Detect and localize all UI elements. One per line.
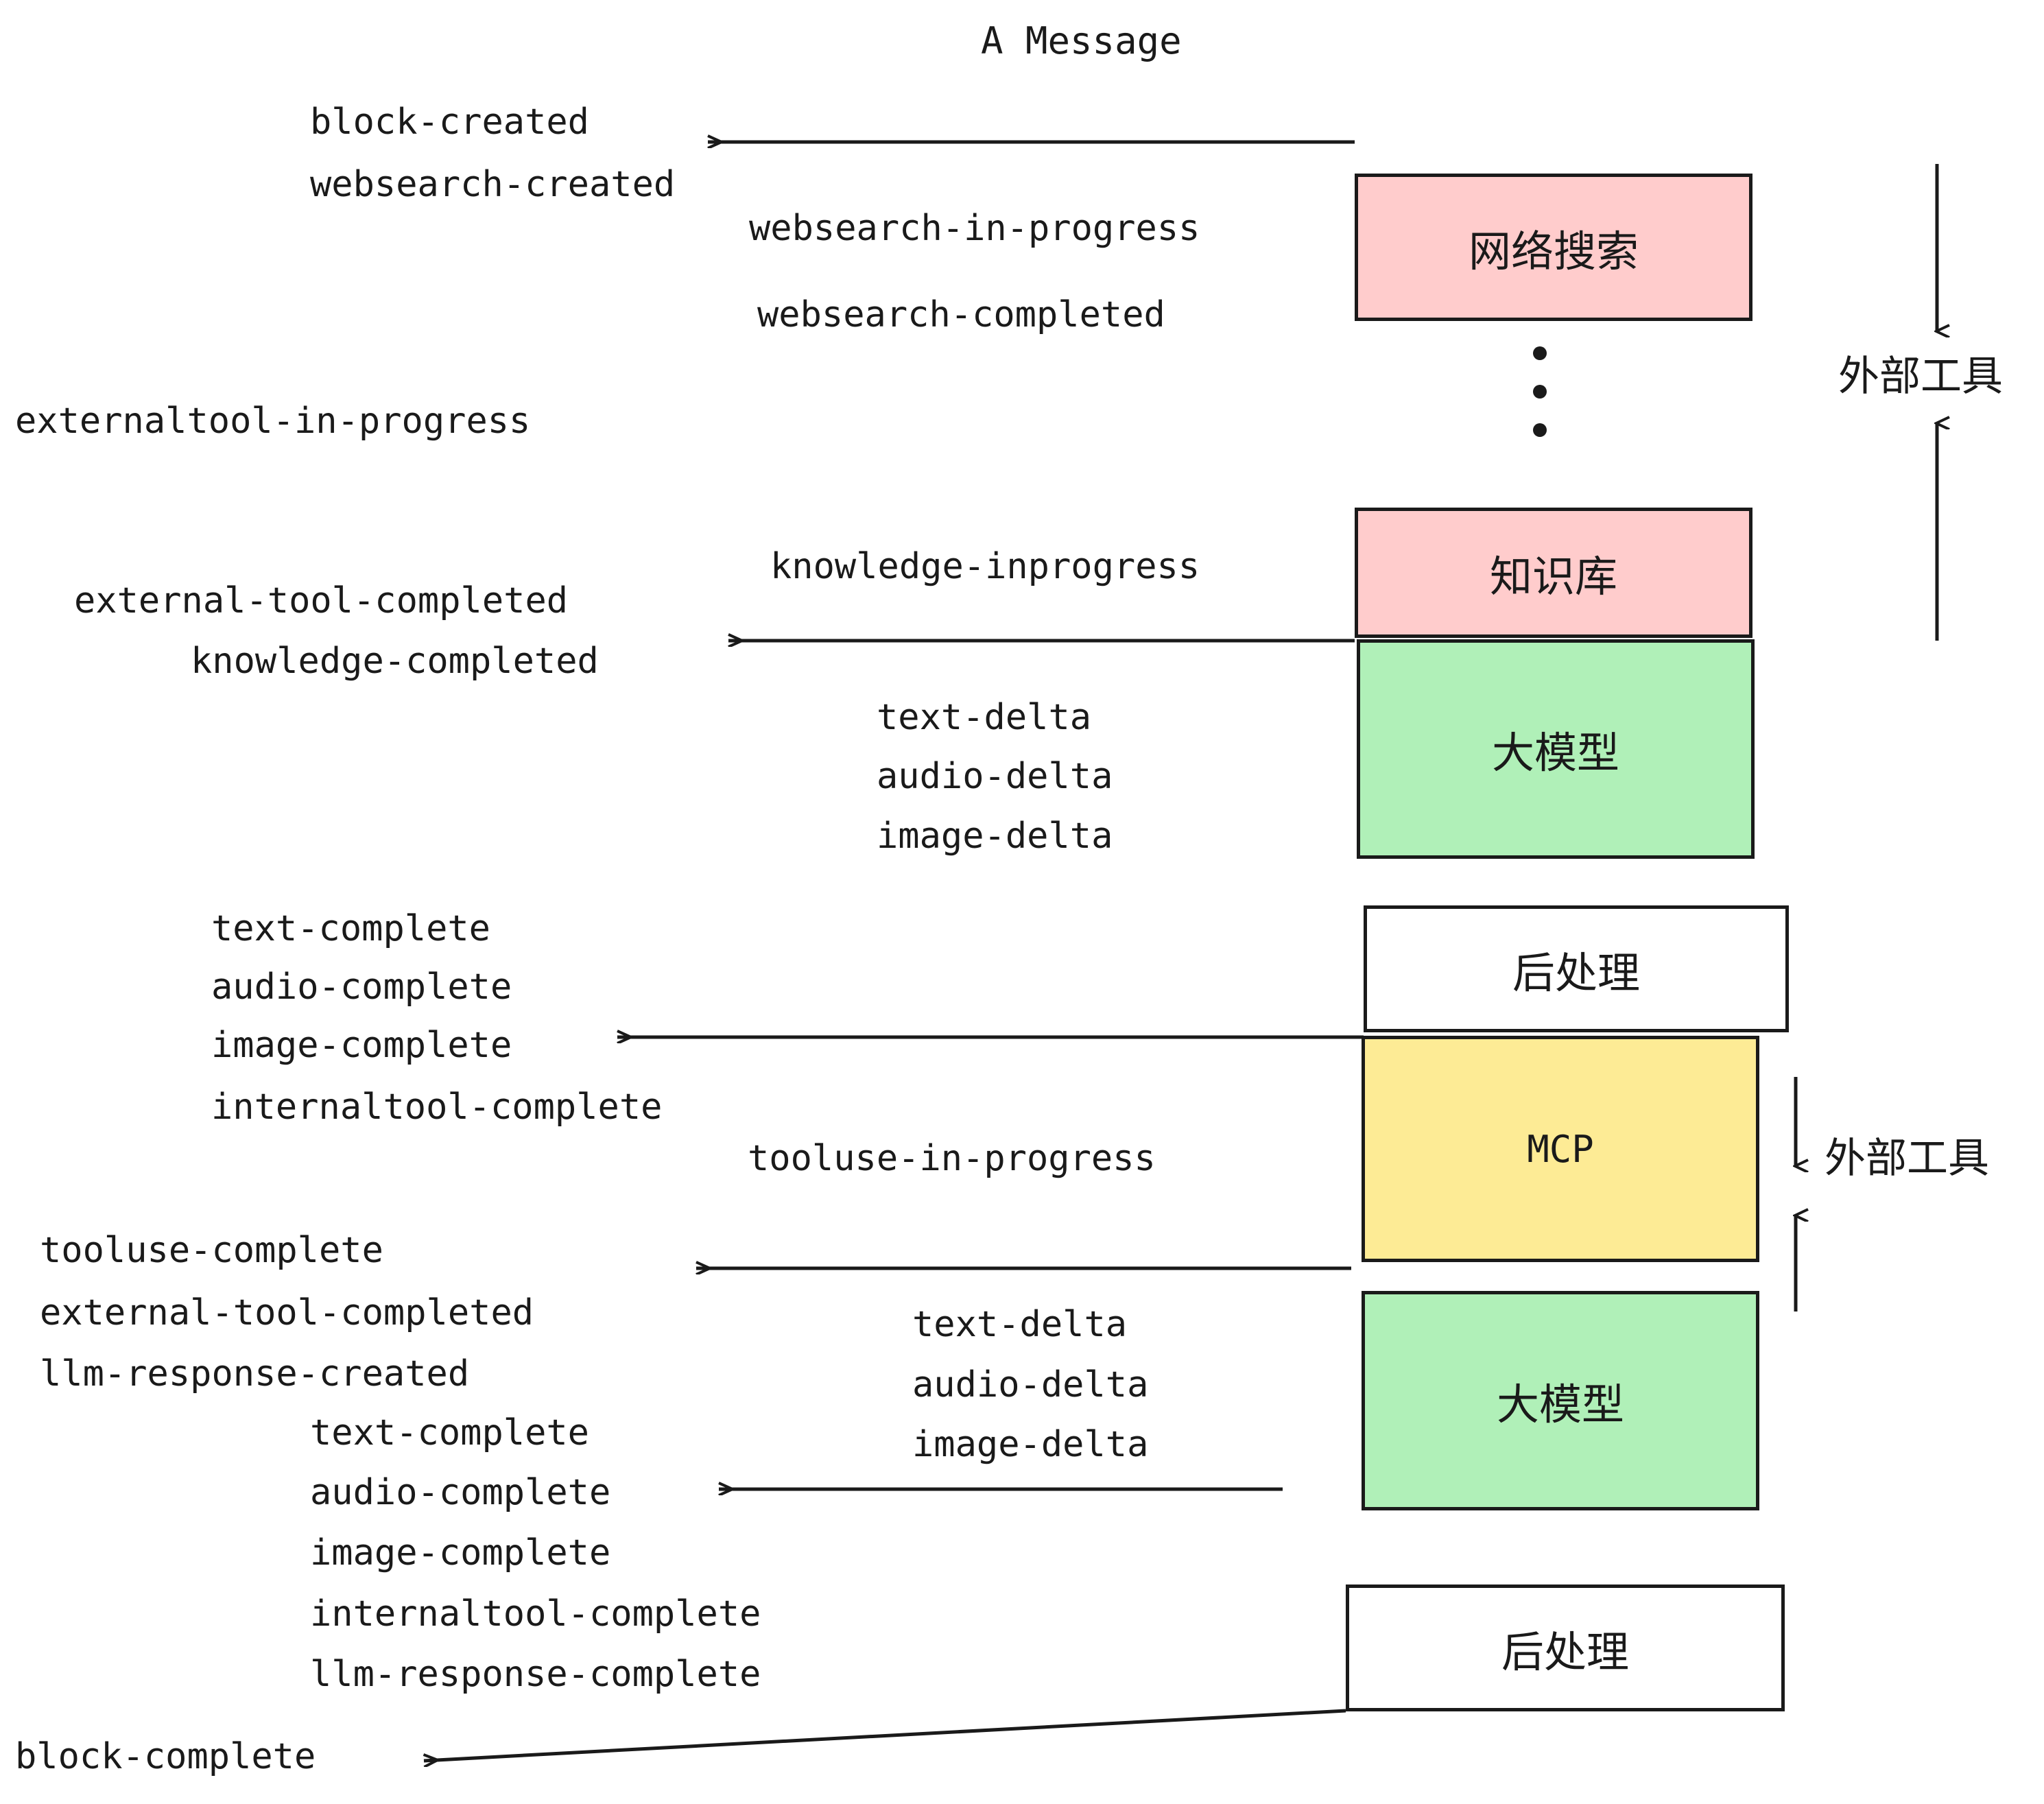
event-websearch-created: websearch-created: [310, 164, 676, 205]
node-post-bottom-label: 后处理: [1501, 1626, 1629, 1677]
event-audio-complete-2: audio-complete: [310, 1472, 611, 1513]
event-external-tool-completed-2: external-tool-completed: [40, 1292, 534, 1333]
side-label-external-tools-bottom: 外部工具: [1825, 1135, 1989, 1183]
event-image-complete-2: image-complete: [310, 1532, 611, 1574]
node-llm-top[interactable]: 大模型: [1357, 639, 1755, 859]
node-llm-bottom-label: 大模型: [1496, 1379, 1624, 1429]
node-llm-bottom[interactable]: 大模型: [1362, 1291, 1759, 1510]
node-knowledge-label: 知识库: [1489, 551, 1617, 602]
event-external-tool-completed-1: external-tool-completed: [74, 580, 569, 621]
event-block-complete: block-complete: [15, 1736, 316, 1777]
event-audio-delta-2: audio-delta: [912, 1364, 1149, 1405]
arrow-post-bottom-to-block-complete: [424, 1709, 1346, 1761]
node-websearch-label: 网络搜索: [1468, 226, 1639, 276]
event-internaltool-complete-2: internaltool-complete: [310, 1593, 761, 1635]
node-knowledge[interactable]: 知识库: [1355, 508, 1752, 638]
event-text-delta-2: text-delta: [912, 1304, 1128, 1345]
event-image-delta-2: image-delta: [912, 1424, 1149, 1465]
event-audio-delta-1: audio-delta: [877, 756, 1113, 797]
node-post-top[interactable]: 后处理: [1364, 905, 1789, 1032]
event-knowledge-completed: knowledge-completed: [191, 641, 599, 682]
event-tooluse-complete: tooluse-complete: [40, 1230, 383, 1271]
event-audio-complete-1: audio-complete: [211, 966, 512, 1008]
event-text-delta-1: text-delta: [877, 697, 1092, 738]
node-post-bottom[interactable]: 后处理: [1346, 1585, 1785, 1711]
event-llm-response-created: llm-response-created: [40, 1353, 470, 1394]
node-mcp[interactable]: MCP: [1362, 1036, 1759, 1262]
event-image-complete-1: image-complete: [211, 1025, 512, 1066]
node-mcp-label: MCP: [1527, 1127, 1594, 1171]
event-image-delta-1: image-delta: [877, 816, 1113, 857]
node-websearch[interactable]: 网络搜索: [1355, 174, 1752, 321]
node-post-top-label: 后处理: [1512, 947, 1640, 998]
event-llm-response-complete: llm-response-complete: [310, 1654, 761, 1695]
event-block-created: block-created: [310, 102, 589, 143]
ellipsis-vertical-icon: [1533, 346, 1547, 462]
event-internaltool-complete-1: internaltool-complete: [211, 1087, 663, 1128]
event-knowledge-inprogress: knowledge-inprogress: [770, 546, 1200, 587]
event-text-complete-2: text-complete: [310, 1412, 589, 1453]
event-websearch-in-progress: websearch-in-progress: [749, 208, 1200, 249]
event-websearch-completed: websearch-completed: [757, 294, 1165, 335]
side-label-external-tools-top: 外部工具: [1838, 353, 2003, 401]
diagram-title: A Message: [981, 19, 1182, 62]
event-externaltool-in-progress: externaltool-in-progress: [15, 401, 531, 442]
event-text-complete-1: text-complete: [211, 908, 490, 949]
event-tooluse-in-progress: tooluse-in-progress: [748, 1138, 1156, 1179]
node-llm-top-label: 大模型: [1491, 728, 1619, 778]
